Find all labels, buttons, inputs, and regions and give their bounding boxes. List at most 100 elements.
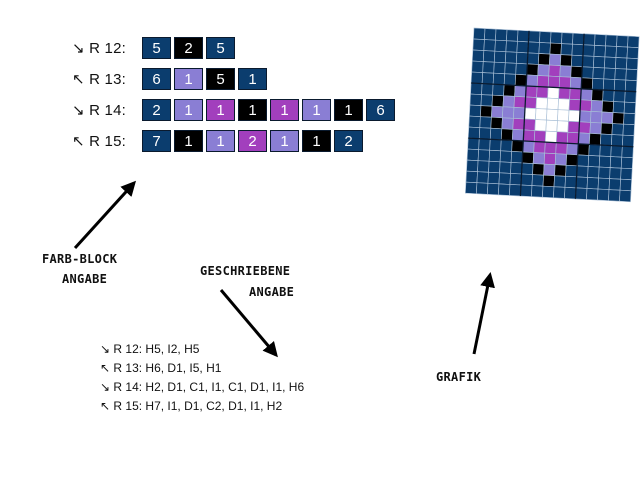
pattern-cell (560, 43, 573, 56)
pattern-cell (587, 155, 601, 168)
pattern-cell (489, 138, 502, 152)
color-block: 1 (302, 99, 331, 121)
pattern-cell (553, 186, 566, 199)
written-line: ↘ R 14: H2, D1, C1, I1, C1, D1, I1, H6 (100, 380, 305, 394)
color-block: 1 (174, 130, 203, 152)
pattern-cell (608, 178, 621, 191)
pattern-cell (615, 57, 628, 70)
pattern-cell (620, 156, 634, 170)
pattern-cell (597, 177, 610, 190)
color-block: 1 (206, 130, 235, 152)
pattern-cell (583, 33, 596, 46)
pattern-cell (555, 142, 568, 155)
pattern-cell (597, 188, 610, 201)
pattern-cell (593, 45, 606, 58)
color-block: 2 (334, 130, 363, 152)
pattern-cell (554, 164, 567, 177)
pattern-cell (587, 166, 600, 179)
pattern-cell (509, 184, 522, 197)
pattern-cell (536, 75, 550, 88)
pattern-cell (570, 65, 583, 79)
pattern-cell (521, 162, 534, 175)
pattern-cell (611, 134, 624, 147)
pattern-cell (536, 86, 549, 99)
pattern-cell (613, 79, 627, 92)
pattern-cell (579, 110, 592, 123)
pattern-cell (557, 98, 570, 111)
pattern-cell (591, 89, 604, 102)
pattern-cell (580, 77, 594, 90)
label-farb-block-angabe: ANGABE (62, 272, 108, 286)
pattern-cell (589, 122, 602, 135)
pattern-cell (623, 101, 637, 115)
pattern-cell (565, 153, 579, 167)
pattern-cell (627, 35, 640, 48)
pattern-cell (546, 108, 559, 122)
pattern-cell (566, 131, 580, 145)
pattern-cell (558, 87, 571, 100)
pattern-cell (476, 182, 489, 195)
pattern-cell (467, 126, 481, 140)
pattern-cell (548, 64, 561, 77)
written-instructions: ↘ R 12: H5, I2, H5 ↖ R 13: H6, D1, I5, H… (100, 340, 304, 416)
pattern-cell (511, 140, 524, 153)
pattern-cell (467, 137, 480, 151)
pattern-cell (592, 67, 605, 80)
pattern-cell (609, 167, 622, 180)
color-block: 2 (174, 37, 203, 59)
pattern-cell (569, 87, 582, 101)
pattern-cell (544, 130, 558, 144)
grid-guide-line (468, 137, 634, 148)
pattern-cell (626, 46, 639, 60)
pattern-cell (466, 148, 479, 162)
pattern-cell (602, 89, 615, 102)
pattern-cell (590, 111, 603, 124)
pattern-cell (555, 131, 569, 144)
pattern-cell (575, 187, 588, 200)
pattern-cell (557, 109, 570, 122)
pattern-cell (523, 118, 536, 131)
pattern-cell (514, 85, 527, 98)
pattern-cell (622, 123, 635, 137)
pattern-cell (609, 156, 623, 169)
pattern-cell (533, 130, 547, 143)
pattern-cell (577, 143, 590, 156)
pattern-cell (568, 109, 581, 123)
label-farb-block: FARB-BLOCK (42, 252, 118, 266)
pattern-cell (588, 133, 602, 146)
pattern-cell (510, 151, 524, 164)
pattern-cell (476, 171, 489, 184)
pattern-cell (528, 30, 541, 43)
pattern-cell (576, 165, 589, 178)
pattern-cell (543, 163, 556, 177)
pattern-cell (521, 151, 535, 164)
pattern-cell (471, 60, 484, 73)
pattern-cell (605, 34, 618, 47)
pattern-cell (569, 76, 583, 90)
pattern-cell (602, 78, 616, 91)
grid-guide-line (471, 82, 637, 93)
pattern-cell (469, 93, 482, 106)
color-block: 7 (142, 130, 171, 152)
pattern-cell (537, 53, 551, 66)
pattern-cell (492, 72, 506, 86)
pattern-cell (488, 149, 502, 163)
pattern-cell (522, 140, 535, 153)
pattern-cell (509, 173, 522, 186)
pattern-cell (526, 63, 539, 76)
pattern-cell (544, 141, 557, 155)
color-block: 1 (270, 130, 299, 152)
pattern-cell (505, 40, 518, 53)
pattern-cell (611, 123, 624, 136)
pattern-cell (487, 171, 500, 185)
pattern-cell (471, 49, 485, 62)
color-block: 1 (238, 99, 267, 121)
written-line: ↘ R 12: H5, I2, H5 (100, 342, 200, 356)
pattern-cell (522, 129, 536, 142)
pattern-cell (625, 68, 638, 82)
pattern-cell (572, 32, 585, 46)
color-block: 2 (142, 99, 171, 121)
